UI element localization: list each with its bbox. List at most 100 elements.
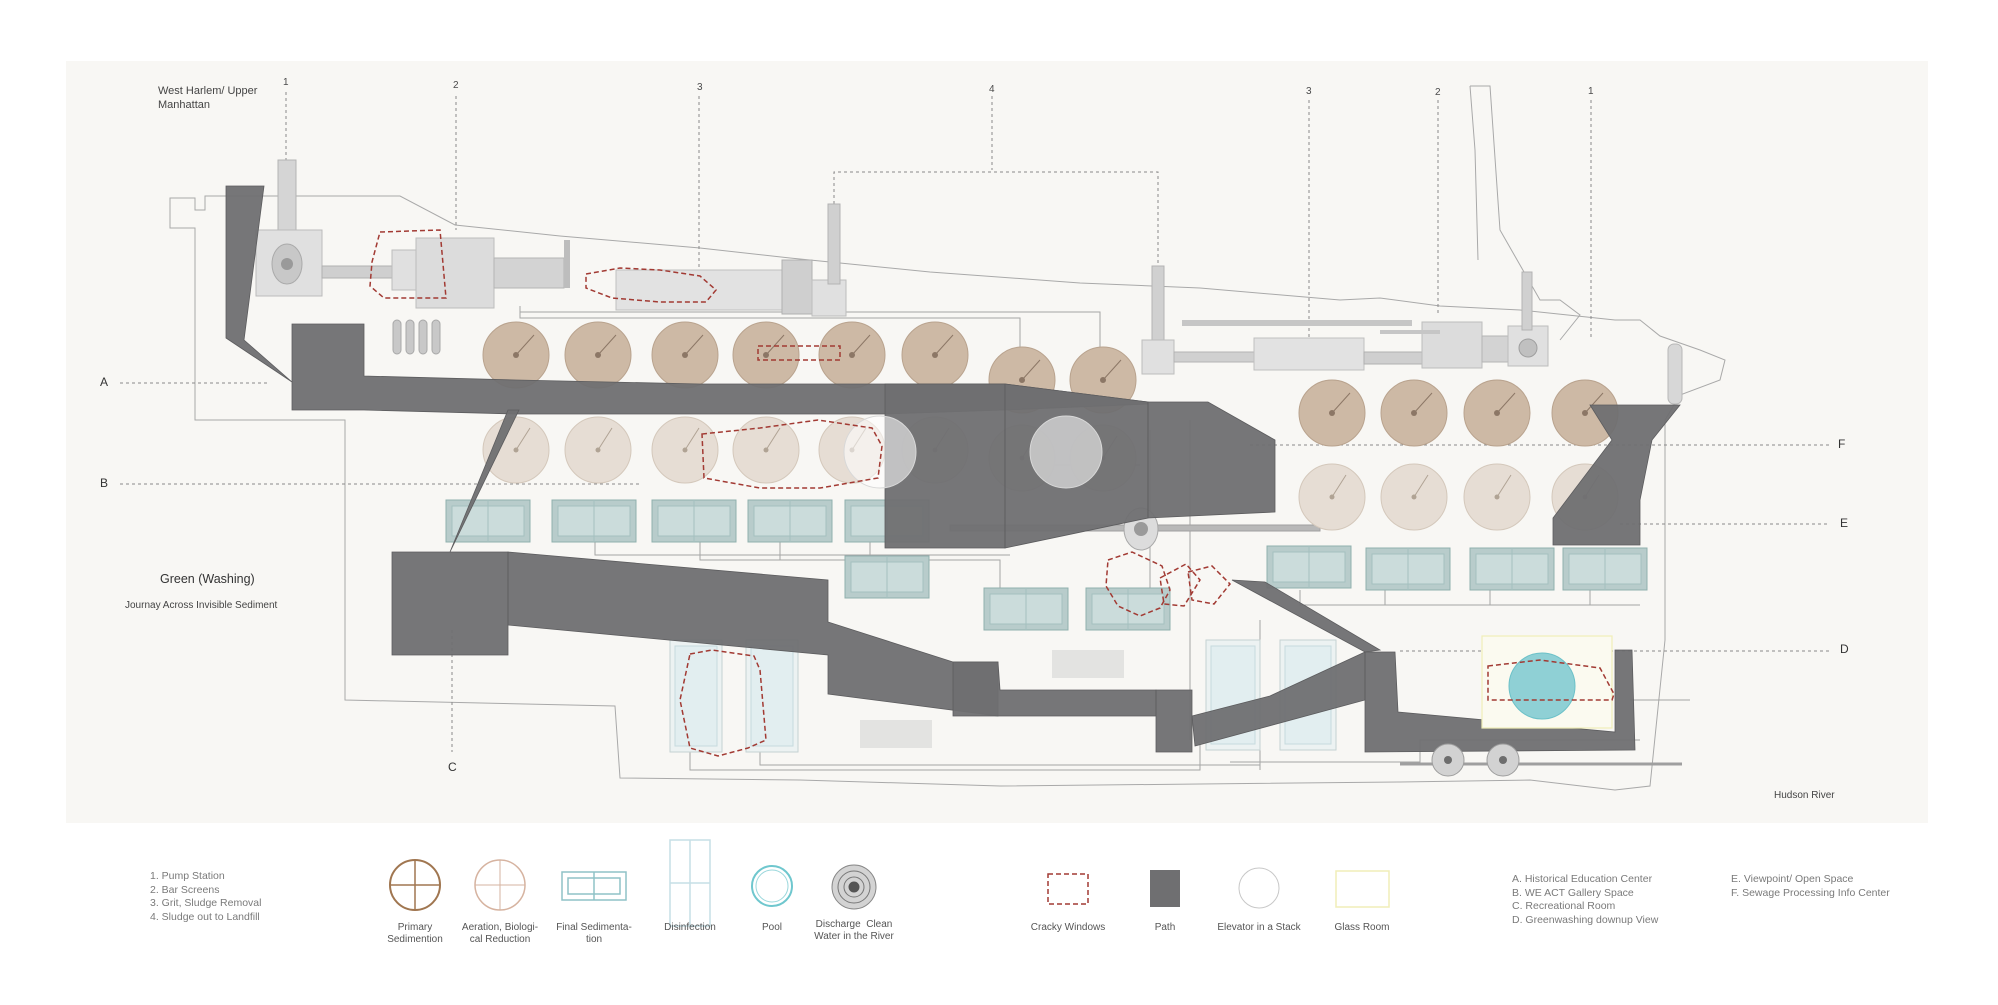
legend-spaces-list-left: A. Historical Education Center B. WE ACT… (1512, 873, 1658, 927)
legend-space-item: F. Sewage Processing Info Center (1731, 886, 1890, 899)
path-segment (1231, 579, 1382, 653)
legend-aeration-symbol (474, 859, 526, 911)
path-segment (1552, 404, 1681, 546)
section-marker-e: E (1840, 516, 1849, 530)
top-marker-1a: 1 (283, 77, 289, 88)
legend-caption-cracky: Cracky Windows (1030, 922, 1106, 933)
legend-caption-path: Path (1154, 922, 1176, 933)
recreational-block (1052, 650, 1124, 678)
final-sedimentation-basin (1469, 547, 1555, 591)
section-marker-f: F (1838, 437, 1846, 451)
pool (1508, 652, 1576, 720)
final-sedimentation-basin (844, 555, 930, 599)
legend-process-item: 4. Sludge out to Landfill (150, 910, 260, 923)
top-marker-4: 4 (989, 84, 995, 95)
legend-final-sedimentation-symbol (561, 871, 627, 901)
legend-caption-glass-room: Glass Room (1334, 922, 1390, 933)
cracky-window (1105, 551, 1171, 617)
legend-process-item: 1. Pump Station (150, 870, 225, 882)
final-sedimentation-basin (983, 587, 1069, 631)
cracky-window (369, 229, 447, 299)
final-sedimentation-basin (551, 499, 637, 543)
aeration-tank (1380, 463, 1448, 531)
path-segment (225, 185, 293, 383)
path-segment (391, 409, 520, 656)
river-label: Hudson River (1774, 790, 1835, 801)
legend-caption-aeration: Aeration, Biologi- cal Reduction (461, 922, 539, 945)
cracky-window (1487, 659, 1615, 701)
legend-pool-symbol (751, 865, 793, 907)
legend-disinfection-symbol (669, 839, 711, 927)
cracky-window (1187, 565, 1232, 605)
aeration-tank (564, 416, 632, 484)
section-marker-d: D (1840, 642, 1849, 656)
top-marker-2a: 2 (453, 80, 459, 91)
legend-discharge-symbol (831, 864, 877, 910)
elevator-stack (1029, 415, 1103, 489)
gallery-block (860, 720, 932, 748)
legend-caption-disinfection: Disinfection (664, 922, 716, 933)
diagram-subtitle: Journay Across Invisible Sediment (125, 600, 278, 611)
primary-sedimentation-tank (651, 321, 719, 389)
primary-sedimentation-tank (1380, 379, 1448, 447)
final-sedimentation-basin (1266, 545, 1352, 589)
legend-process-item: 3. Grit, Sludge Removal (150, 897, 262, 909)
path-segment (1147, 401, 1276, 519)
primary-sedimentation-tank (818, 321, 886, 389)
pre-treatment-equipment (255, 159, 1683, 551)
final-sedimentation-basin (1085, 587, 1171, 631)
legend-space-item: A. Historical Education Center (1512, 873, 1653, 885)
primary-sedimentation-tank (1463, 379, 1531, 447)
elevator-stack (843, 415, 917, 489)
legend-space-item: D. Greenwashing downup View (1512, 913, 1659, 926)
disinfection-chamber (745, 639, 799, 753)
final-sedimentation-basin (747, 499, 833, 543)
final-sedimentation-basin (1562, 547, 1648, 591)
discharge-outfall (1431, 743, 1465, 777)
primary-sedimentation-tank (1298, 379, 1366, 447)
legend-process-list: 1. Pump Station 2. Bar Screens 3. Grit, … (150, 870, 261, 924)
aeration-tank (1463, 463, 1531, 531)
final-sedimentation-basin (445, 499, 531, 543)
legend-space-item: B. WE ACT Gallery Space (1512, 886, 1634, 899)
primary-sedimentation-tank (482, 321, 550, 389)
top-marker-3a: 3 (697, 82, 703, 93)
location-label: West Harlem/ Upper Manhattan (158, 85, 258, 111)
cracky-window (757, 345, 841, 361)
legend-path-symbol (1150, 870, 1180, 907)
cracky-window (1159, 563, 1201, 607)
primary-sedimentation-tank (564, 321, 632, 389)
diagram-title: Green (Washing) (160, 572, 255, 586)
legend-caption-discharge: Discharge Clean Water in the River (814, 919, 894, 942)
legend-caption-primary: Primary Sedimention (387, 922, 443, 945)
legend-elevator-symbol (1238, 867, 1280, 909)
aeration-tank (1298, 463, 1366, 531)
legend-cracky-windows-symbol (1047, 873, 1089, 905)
legend-process-item: 2. Bar Screens (150, 883, 220, 896)
legend-primary-sedimentation-symbol (389, 859, 441, 911)
cracky-window (679, 649, 767, 757)
top-marker-1b: 1 (1588, 86, 1594, 97)
legend-caption-final: Final Sedimenta- tion (556, 922, 632, 945)
aeration-tank (651, 416, 719, 484)
legend-glass-room-symbol (1335, 870, 1390, 908)
section-marker-c: C (448, 760, 457, 774)
cracky-window (585, 267, 718, 303)
primary-sedimentation-tank (901, 321, 969, 389)
legend-space-item: E. Viewpoint/ Open Space (1731, 873, 1854, 885)
path-segment (1155, 689, 1193, 753)
primary-sedimentation-tank (732, 321, 800, 389)
legend-space-item: C. Recreational Room (1512, 900, 1616, 912)
marker-leaders (120, 92, 1830, 752)
top-marker-2b: 2 (1435, 87, 1441, 98)
section-marker-b: B (100, 476, 109, 490)
legend-spaces-list-right: E. Viewpoint/ Open Space F. Sewage Proce… (1731, 873, 1890, 900)
legend-caption-elevator: Elevator in a Stack (1217, 922, 1301, 933)
legend-caption-pool: Pool (761, 922, 782, 933)
discharge-outfall (1486, 743, 1520, 777)
aeration-tank (732, 416, 800, 484)
final-sedimentation-basin (651, 499, 737, 543)
disinfection-chamber (669, 639, 723, 753)
